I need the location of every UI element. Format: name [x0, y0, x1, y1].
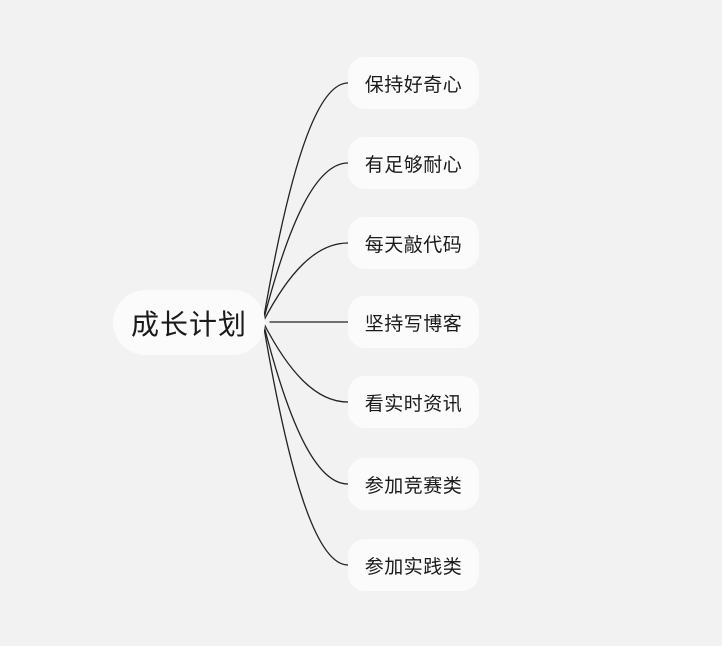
branch-node-label: 看实时资讯: [364, 393, 463, 415]
connector-1: [262, 82, 349, 323]
connector-5: [262, 321, 349, 403]
root-node-label: 成长计划: [130, 308, 247, 340]
branch-node-5[interactable]: 看实时资讯: [348, 376, 479, 428]
connector-3: [262, 242, 349, 323]
branch-node-label: 参加竞赛类: [364, 475, 463, 497]
branch-node-6[interactable]: 参加竞赛类: [348, 458, 479, 510]
connector-6: [262, 321, 349, 485]
branch-node-label: 参加实践类: [364, 556, 463, 578]
branch-node-label: 保持好奇心: [364, 74, 463, 96]
branch-node-4[interactable]: 坚持写博客: [348, 296, 479, 348]
branch-node-label: 每天敲代码: [364, 234, 463, 256]
root-node[interactable]: 成长计划: [113, 290, 265, 355]
connector-2: [262, 162, 349, 323]
branch-node-label: 坚持写博客: [364, 313, 463, 335]
branch-node-1[interactable]: 保持好奇心: [348, 57, 479, 109]
branch-node-label: 有足够耐心: [364, 154, 463, 176]
connector-7: [262, 321, 349, 566]
branch-node-7[interactable]: 参加实践类: [348, 539, 479, 591]
branch-node-3[interactable]: 每天敲代码: [348, 217, 479, 269]
branch-node-2[interactable]: 有足够耐心: [348, 137, 479, 189]
